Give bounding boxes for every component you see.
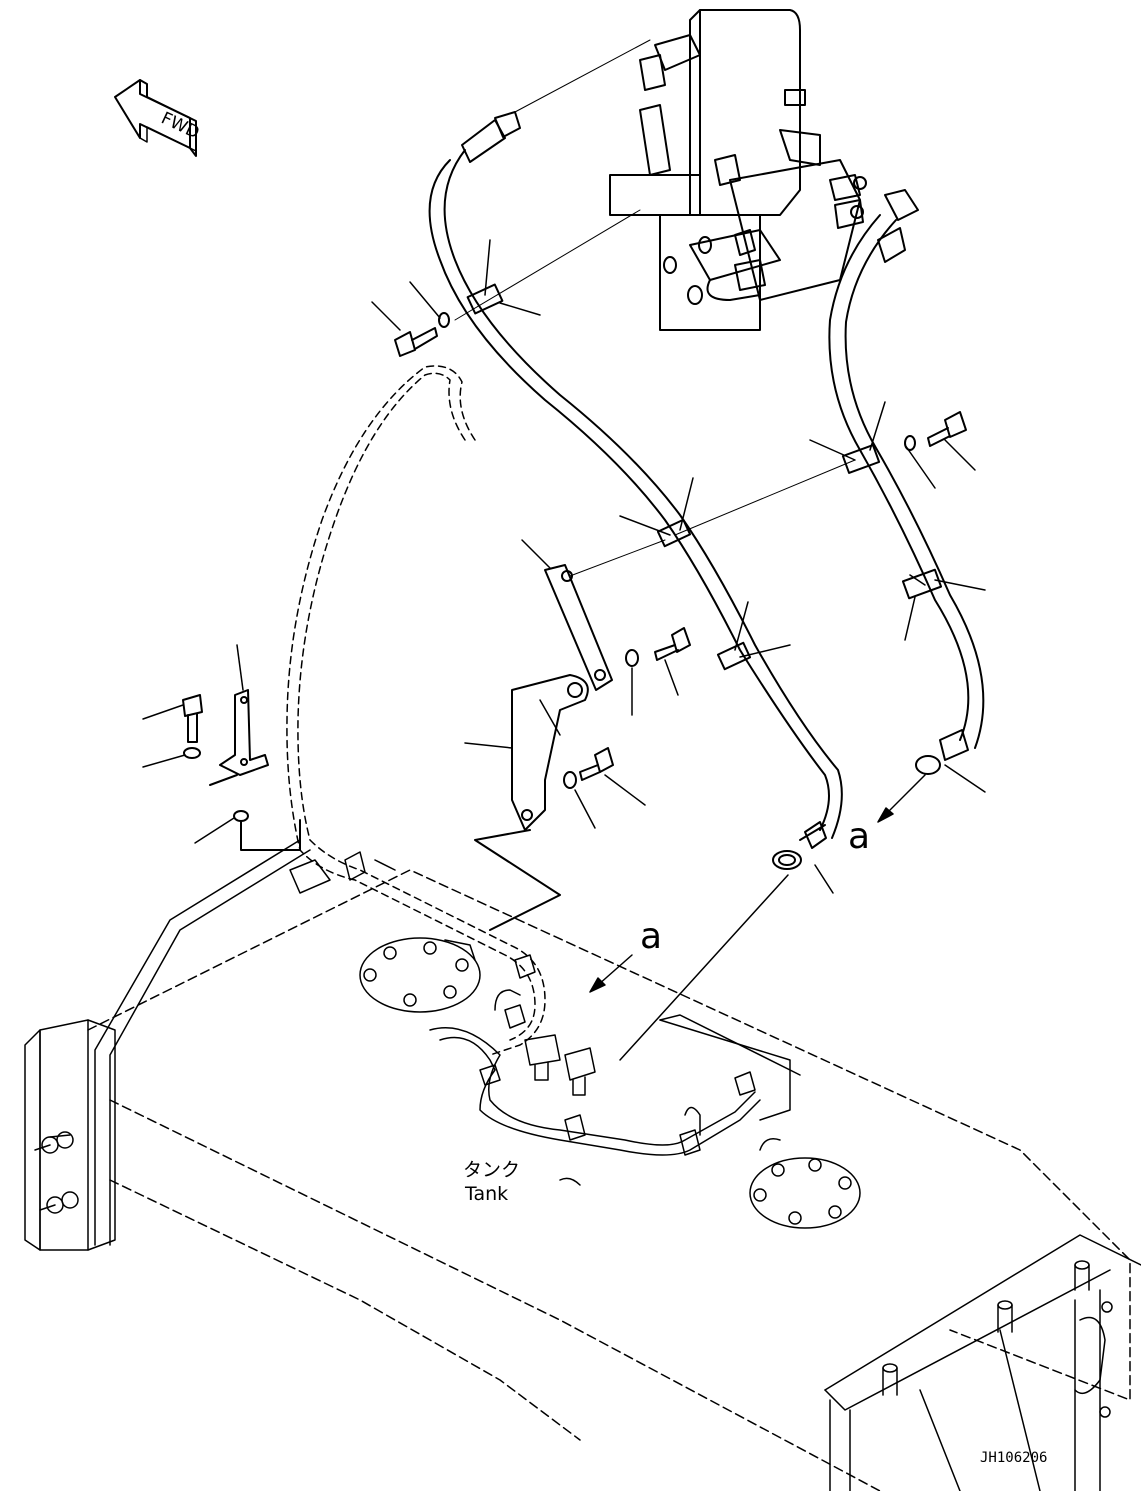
bolt-washer-upper-left: [394, 209, 641, 357]
access-cover-lower: [749, 1157, 861, 1229]
bolt-washer-mid: [625, 627, 691, 667]
bolt-washer-lower-mid: [563, 747, 614, 789]
frame-structure: [824, 1234, 1141, 1491]
tank-bolts-left: [34, 1131, 79, 1214]
wire-harness: [286, 365, 546, 1056]
fuel-tank: [24, 869, 1131, 1491]
bracket-lower-plate: [474, 674, 589, 931]
access-cover-upper: [359, 937, 481, 1013]
drawing-code: JH106206: [980, 1450, 1047, 1466]
leader-lines: [142, 239, 986, 1061]
tank-label-en: Tank: [464, 1183, 508, 1205]
bracket-left-small: [209, 689, 269, 786]
fwd-arrow-icon: [114, 79, 197, 157]
bracket-upper-strip: [544, 539, 666, 691]
fuel-hose-right: [828, 189, 985, 775]
bolt-washer-left-bracket: [182, 694, 203, 759]
hose-clamps: [466, 283, 943, 671]
tank-label-jp: タンク: [463, 1159, 520, 1181]
callout-letter-a-center: a: [640, 916, 662, 957]
callout-letter-a-right: a: [848, 816, 870, 857]
return-pipe: [94, 839, 761, 1246]
cap-plug: [233, 810, 301, 851]
arrow-a-right-icon: [877, 774, 926, 823]
bolt-washer-right: [674, 411, 967, 536]
tank-fittings: [289, 851, 781, 1186]
arrow-a-center-icon: [589, 954, 633, 993]
fuel-hose-left: [428, 39, 843, 870]
fuel-filter-assembly: [609, 9, 867, 331]
